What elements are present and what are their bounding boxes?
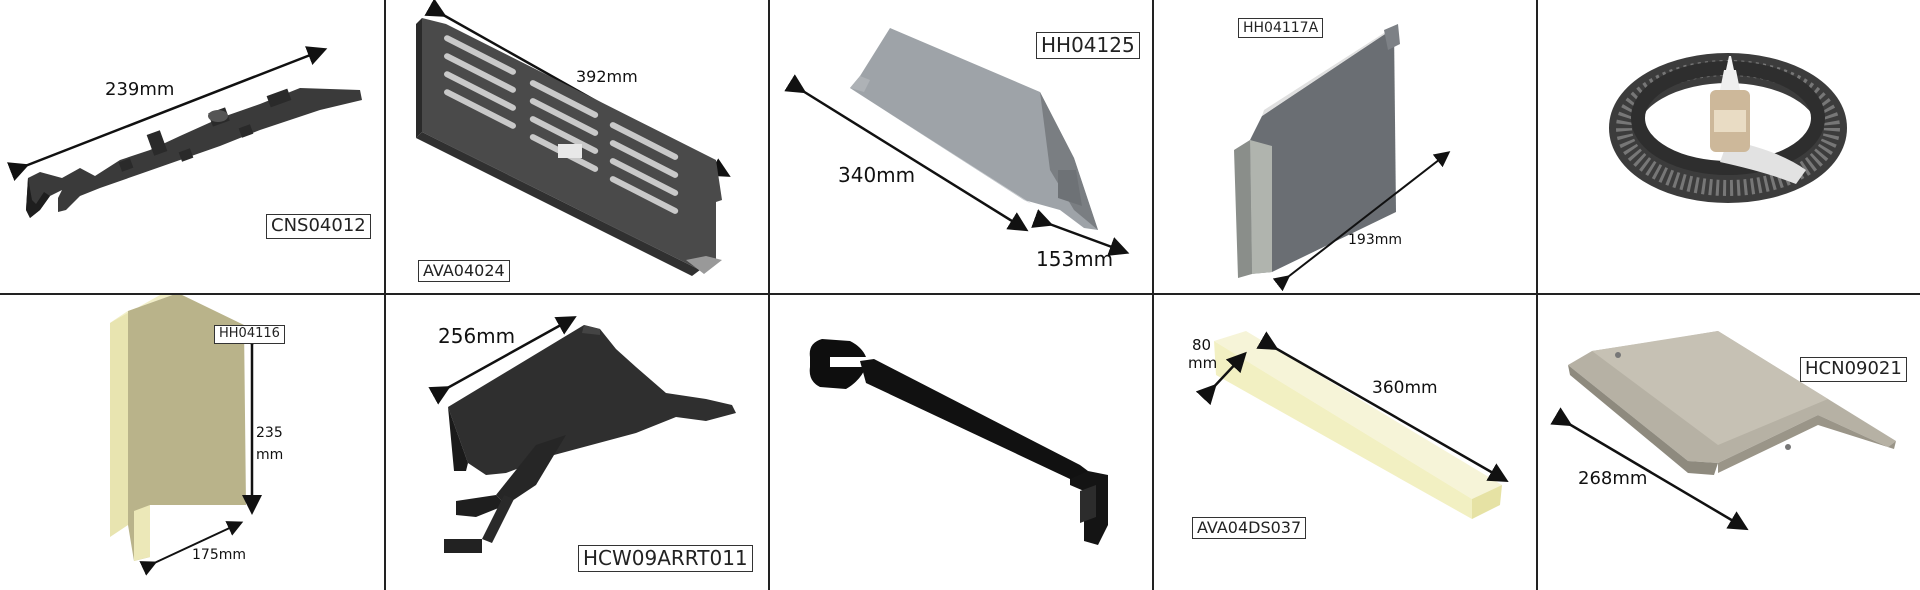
part-image-operating-tool (809, 339, 1108, 545)
part-image-hood-plate (1550, 331, 1896, 531)
dimension-label: 80 (1192, 336, 1212, 354)
part-cell-hh04117a: 193mm HH04117A (1154, 0, 1536, 293)
dimension-label: 235 (256, 425, 283, 441)
dimension-label: mm (1188, 354, 1218, 372)
dimension-label: 256mm (438, 324, 516, 348)
part-cell-rope-kit (1538, 0, 1920, 293)
dimension-label: 360mm (1372, 378, 1438, 398)
part-cell-hcn09021: 268mm HCN09021 (1538, 295, 1920, 590)
part-image-insulation-board (1195, 331, 1509, 519)
part-code: HCN09021 (1800, 357, 1907, 382)
part-cell-hh04125: 340mm 153mm HH04125 (770, 0, 1152, 293)
part-code: CNS04012 (266, 214, 371, 239)
dimension-label: 239mm (105, 79, 175, 100)
dimension-label: 268mm (1578, 468, 1648, 489)
part-image-rope-and-adhesive (1609, 53, 1847, 203)
dimension-arrow (1272, 151, 1451, 292)
part-cell-ava04ds037: 80 mm 360mm AVA04DS037 (1154, 295, 1536, 590)
dimension-label: 193mm (1348, 232, 1402, 248)
grid-divider-vertical (768, 0, 770, 590)
part-code: HH04125 (1036, 32, 1140, 59)
part-cell-ava04024: 392mm AVA04024 (386, 0, 768, 293)
part-code: HH04117A (1238, 18, 1324, 39)
part-cell-tool (770, 295, 1152, 590)
dimension-label: 392mm (576, 67, 638, 86)
part-image-grate-plate (416, 0, 731, 276)
grid-divider-vertical (1536, 0, 1538, 590)
grid-divider-vertical (384, 0, 386, 590)
part-code: AVA04024 (418, 260, 510, 283)
dimension-arrow (7, 46, 328, 181)
part-code: HCW09ARRT011 (578, 545, 753, 572)
part-image-ash-pan-carrier (428, 316, 736, 553)
dimension-arrow (1031, 209, 1130, 256)
dimension-arrow (784, 74, 1029, 232)
part-image-side-brick (110, 295, 262, 576)
dimension-arrow (1195, 351, 1247, 406)
dimension-label: 175mm (192, 547, 246, 563)
part-code: AVA04DS037 (1192, 517, 1307, 540)
part-image-bracket (7, 46, 362, 218)
dimension-arrow (428, 316, 577, 405)
grid-divider-horizontal (0, 293, 1920, 295)
part-code: HH04116 (214, 325, 285, 344)
part-cell-hcw09arrt011: 256mm HCW09ARRT011 (386, 295, 768, 590)
part-image-baffle-plate (784, 28, 1130, 256)
dimension-arrow (1256, 331, 1509, 482)
grid-divider-vertical (1152, 0, 1154, 590)
part-image-side-brick-bracket (1234, 24, 1451, 292)
dimension-arrow (139, 521, 244, 576)
part-cell-hh04116: 235 mm 175mm HH04116 (0, 295, 384, 590)
dimension-arrow (1550, 407, 1749, 531)
part-cell-cns04012: 239mm CNS04012 (0, 0, 384, 293)
dimension-label: 340mm (838, 163, 916, 187)
dimension-label: 153mm (1036, 247, 1114, 271)
dimension-label: mm (256, 447, 284, 463)
